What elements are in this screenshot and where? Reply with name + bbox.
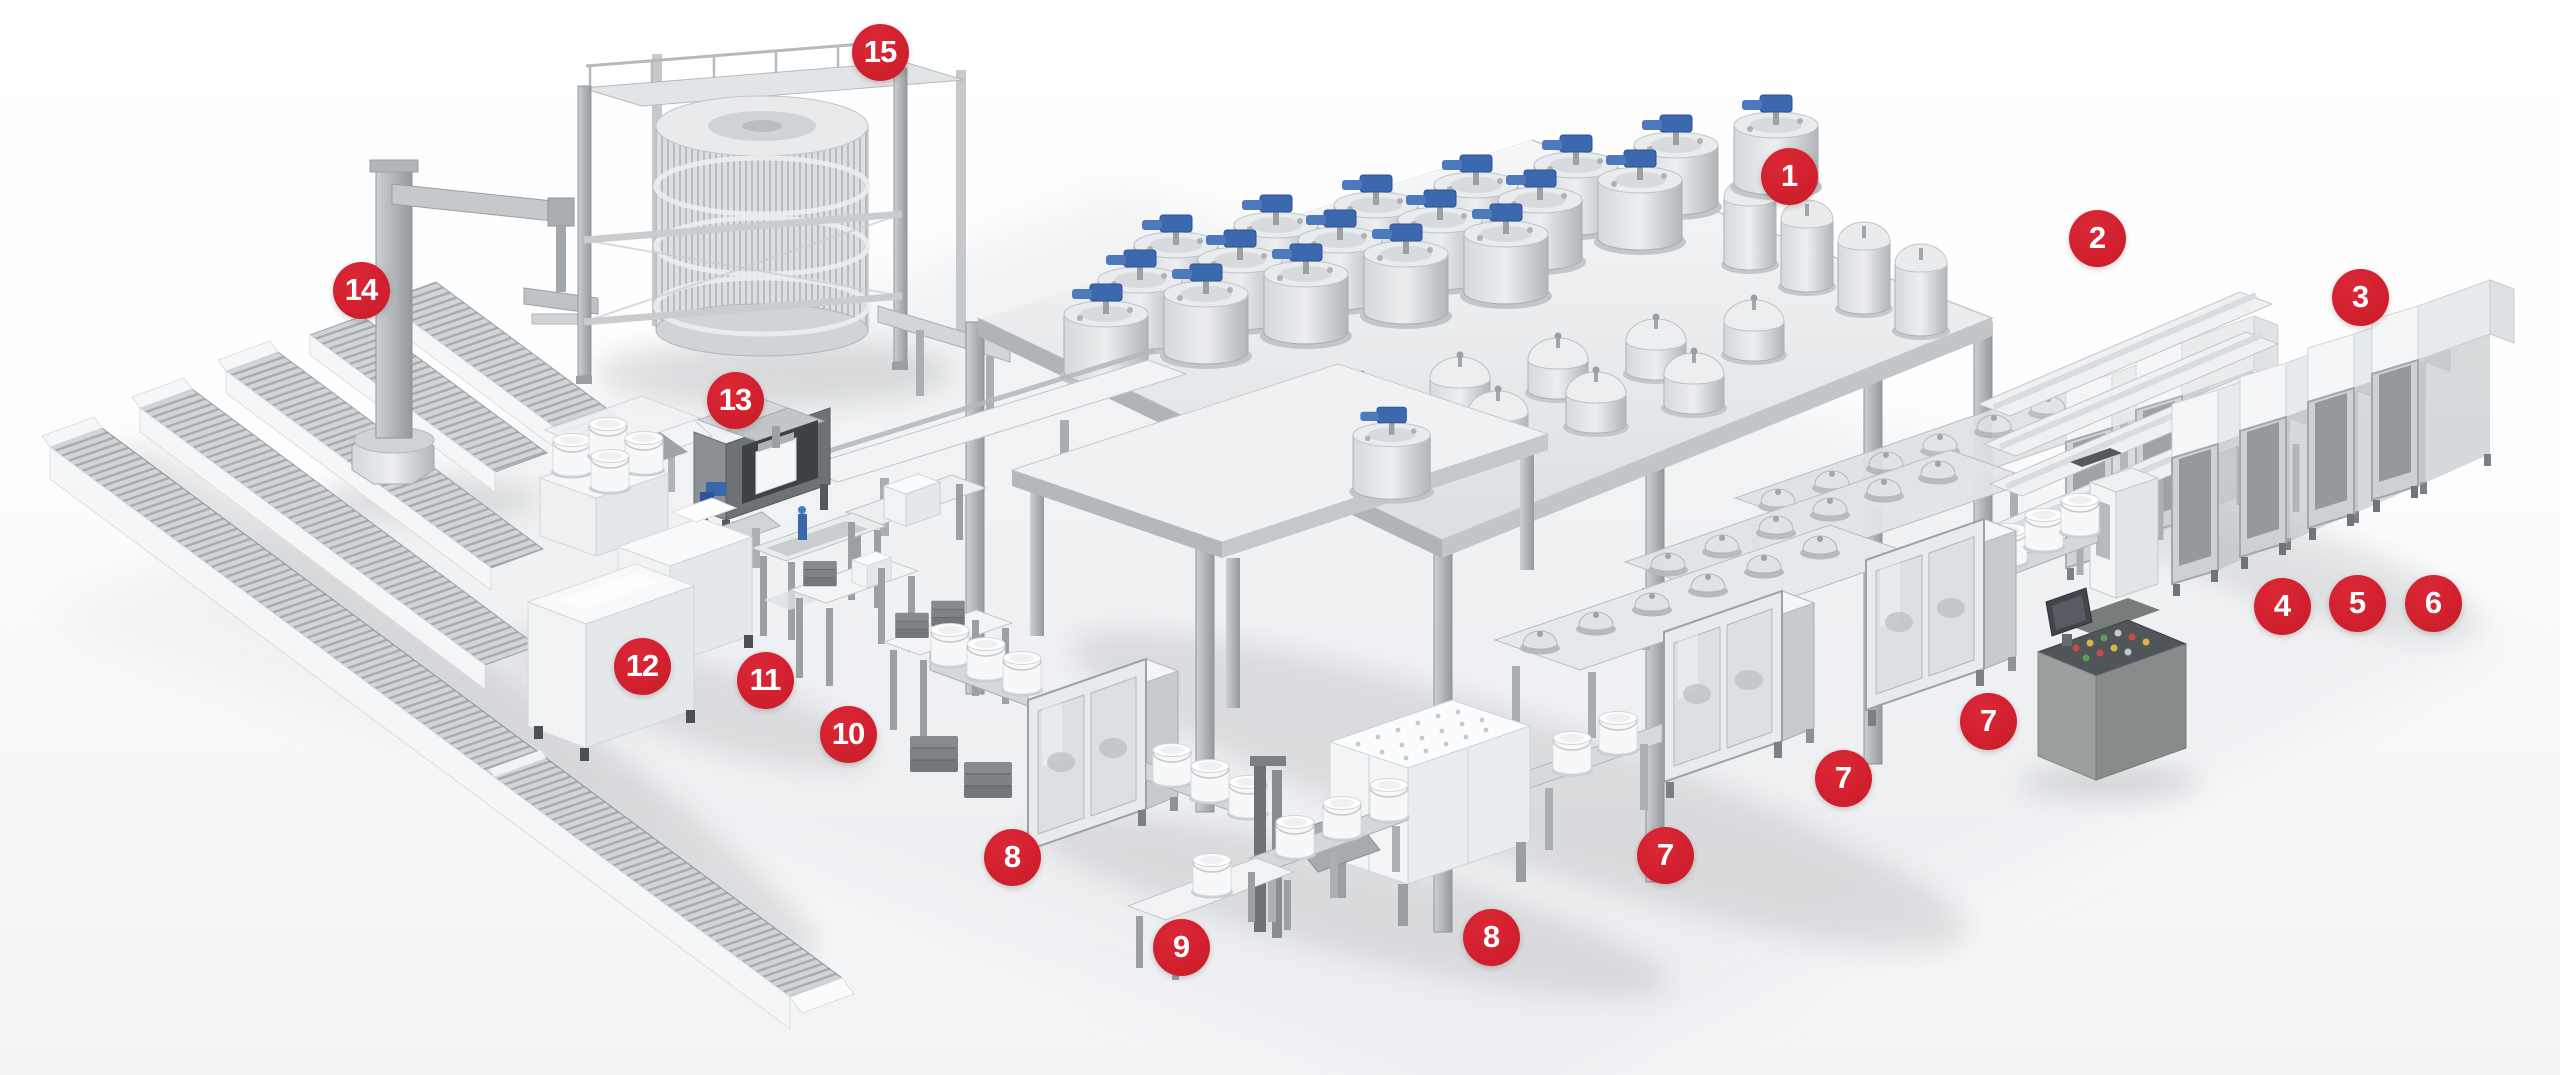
callout-6[interactable]: 6 [2404,574,2462,632]
roller-lane [131,377,539,690]
callout-7c[interactable]: 7 [1636,826,1694,884]
carton-erector [647,397,831,548]
callout-5[interactable]: 5 [2328,574,2386,632]
callout-11[interactable]: 11 [736,651,794,709]
callout-9[interactable]: 9 [1152,918,1210,976]
lift-and-checkweigher [1126,756,1411,980]
palletizing-robot [351,159,599,485]
callout-14[interactable]: 14 [332,261,390,319]
callout-8b[interactable]: 8 [1462,908,1520,966]
control-console [2036,587,2188,781]
callout-12[interactable]: 12 [613,637,671,695]
callout-1[interactable]: 1 [1760,147,1818,205]
callout-15[interactable]: 15 [851,23,909,81]
callout-2[interactable]: 2 [2068,209,2126,267]
roller-conveyor-lanes [41,281,855,1030]
callout-7b[interactable]: 7 [1814,749,1872,807]
roller-lane-long [41,416,855,1030]
filler-cabinet [928,622,1270,867]
lower-deck [1010,363,1550,708]
callout-8a[interactable]: 8 [983,828,1041,886]
callout-13[interactable]: 13 [706,371,764,429]
callout-4[interactable]: 4 [2253,577,2311,635]
callout-3[interactable]: 3 [2331,268,2389,326]
callout-7a[interactable]: 7 [1959,692,2017,750]
callout-10[interactable]: 10 [819,705,877,763]
console-buttons [2072,629,2150,662]
spiral-conveyor-tower [576,39,1011,426]
console-monitor [2045,587,2093,646]
